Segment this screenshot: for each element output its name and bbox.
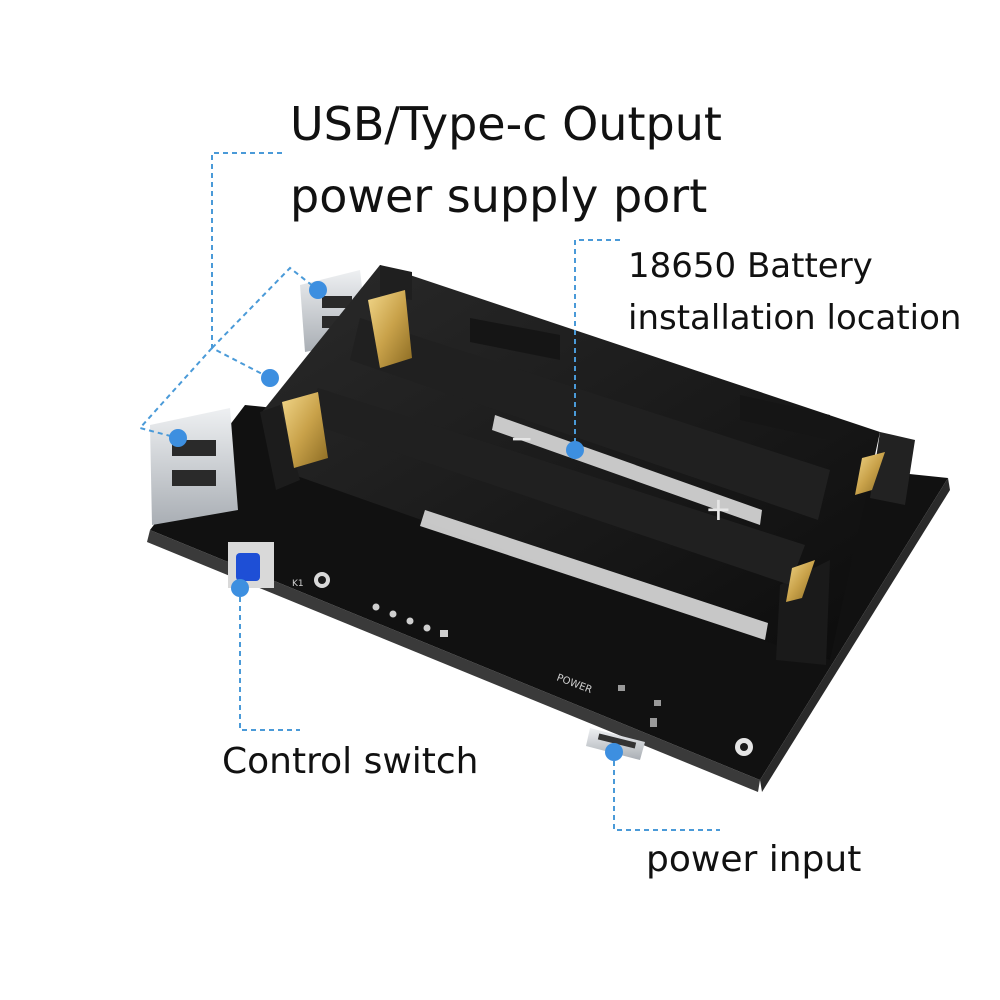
usb-callout-dot-middle [261, 369, 279, 387]
callout-dots [169, 281, 623, 761]
usb-callout-line [211, 152, 282, 379]
battery-callout-line-2: installation location [628, 298, 962, 338]
slot-plus-marking: + [705, 490, 732, 528]
power-callout-line [613, 752, 720, 831]
battery-holder: − + [260, 265, 915, 665]
usb-callout-branch-upper [211, 266, 319, 349]
switch-callout-dot [231, 579, 249, 597]
battery-callout-dot [566, 441, 584, 459]
slot-minus-marking: − [510, 422, 533, 455]
usb-callout-dot-lower [169, 429, 187, 447]
battery-contacts [282, 290, 885, 602]
switch-callout-line [239, 588, 300, 731]
control-switch-callout-label: Control switch [222, 741, 479, 782]
usb-output-callout-label: USB/Type-c Output power supply port [290, 88, 722, 232]
usb-port-front [150, 408, 238, 525]
battery-callout-label: 18650 Battery installation location [628, 240, 961, 344]
switch-ref-marking: K1 [292, 579, 304, 589]
callout-lines [138, 152, 720, 831]
power-callout-dot [605, 743, 623, 761]
usb-output-callout-line-1: USB/Type-c Output [290, 97, 722, 151]
usb-callout-dot-upper [309, 281, 327, 299]
usb-output-callout-line-2: power supply port [290, 169, 708, 223]
power-input-callout-label: power input [646, 839, 862, 880]
battery-callout-line-1: 18650 Battery [628, 246, 873, 286]
battery-callout-line [574, 239, 620, 450]
